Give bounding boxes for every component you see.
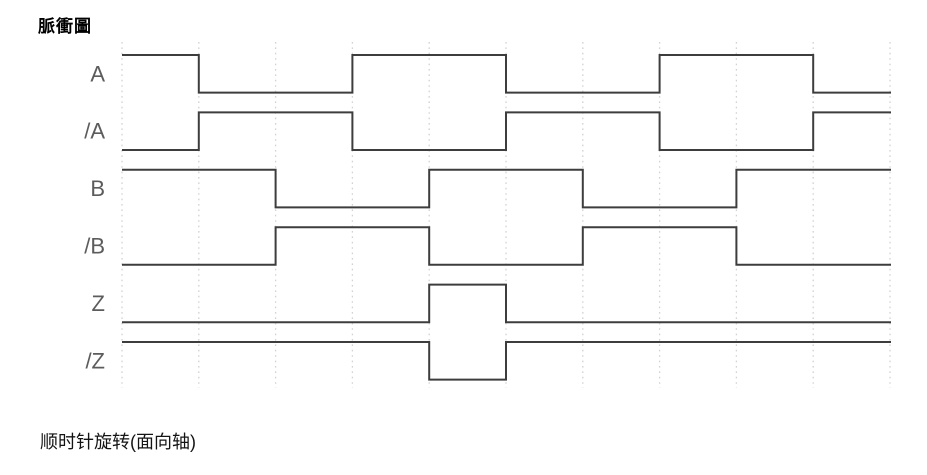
page-title: 脈衝圖	[38, 17, 92, 36]
signal-label-Z: Z	[92, 291, 105, 316]
signal-label-not-Z: /Z	[85, 348, 105, 373]
signal-trace-not-A	[122, 111, 891, 151]
signal-trace-B	[122, 168, 891, 209]
rotation-caption: 顺时针旋转(面向轴)	[40, 432, 196, 452]
signal-trace-not-B	[122, 226, 891, 266]
signal-trace-Z	[122, 283, 891, 324]
signal-label-A: A	[90, 61, 105, 86]
signal-label-B: B	[90, 176, 105, 201]
signal-trace-A	[122, 54, 891, 94]
signal-label-not-B: /B	[84, 234, 105, 259]
signal-label-not-A: /A	[84, 119, 105, 144]
signal-trace-not-Z	[122, 341, 891, 381]
